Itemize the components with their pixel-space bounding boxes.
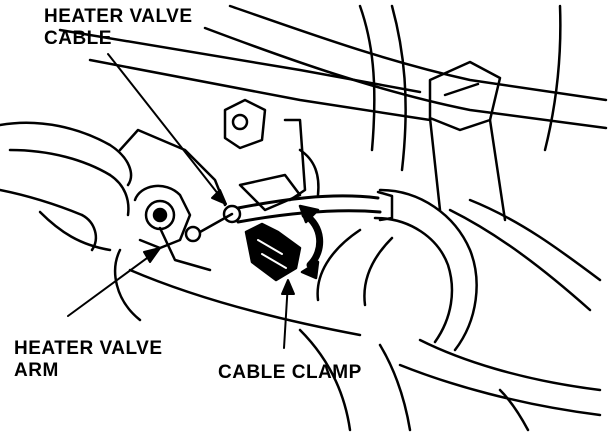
heater-valve-body <box>223 98 320 212</box>
lower-panel <box>113 248 412 432</box>
heater-hose <box>316 188 602 432</box>
hand <box>0 121 133 252</box>
label-heater-valve-cable-line2: CABLE <box>44 28 112 49</box>
label-cable-clamp-text: CABLE CLAMP <box>218 362 362 383</box>
heater-valve-arm-part <box>118 128 234 272</box>
leader-heater-valve-arm <box>67 249 159 317</box>
label-cable-clamp: CABLE CLAMP <box>218 362 362 384</box>
label-heater-valve-arm: HEATER VALVE ARM <box>14 338 163 382</box>
clamp-motion-arrow <box>298 204 324 280</box>
label-heater-valve-arm-line2: ARM <box>14 360 59 381</box>
bracket-block <box>428 60 602 312</box>
leader-lines <box>67 53 295 349</box>
label-heater-valve-cable-line1: HEATER VALVE <box>44 6 193 27</box>
label-heater-valve-cable: HEATER VALVE CABLE <box>44 6 193 50</box>
leader-heater-valve-cable <box>107 53 227 205</box>
label-heater-valve-arm-line1: HEATER VALVE <box>14 338 163 359</box>
cable-clamp-part <box>244 222 302 282</box>
background-rails <box>58 4 608 172</box>
